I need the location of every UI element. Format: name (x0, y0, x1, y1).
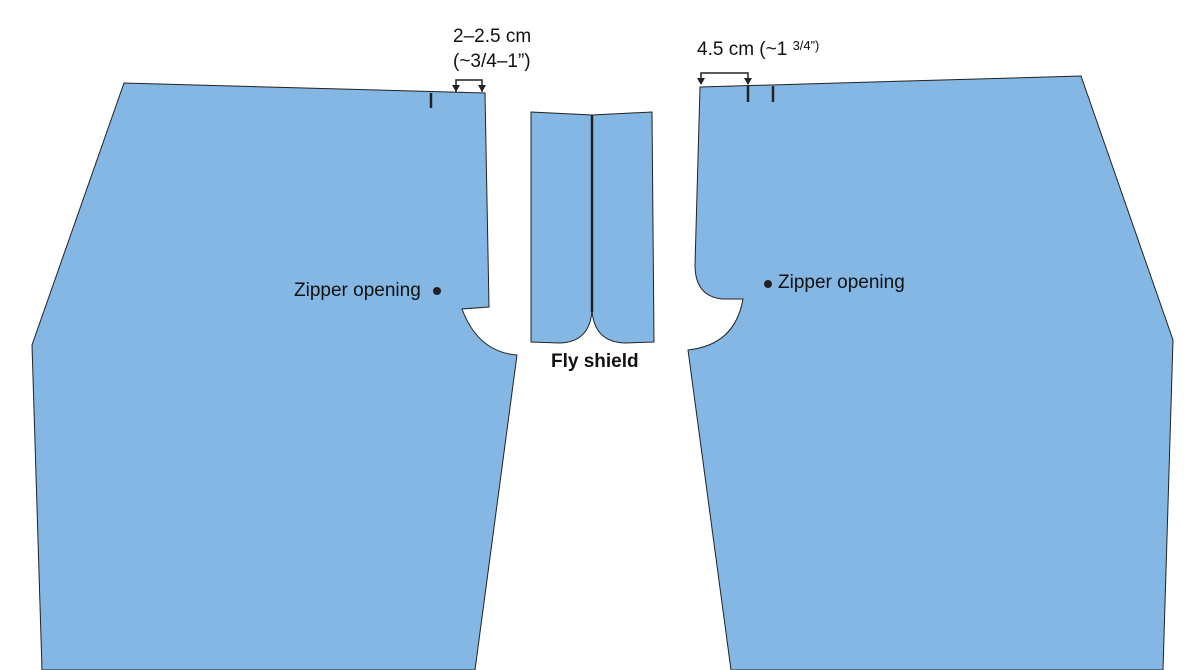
right-zipper-dot (764, 280, 772, 288)
right-measure-label: 4.5 cm (~1 3/4”) (697, 38, 819, 61)
left-zipper-label: Zipper opening (294, 280, 421, 301)
left-measure-label-inches: (~3/4–1”) (453, 51, 531, 72)
right-arrow-icon (697, 78, 752, 85)
left-measure-label: 2–2.5 cm (453, 26, 532, 47)
fly-shield-label: Fly shield (551, 351, 639, 372)
right-zipper-label: Zipper opening (778, 272, 905, 293)
right-measure-main: 4.5 cm (~1 (697, 39, 793, 60)
left-measure-bracket (455, 79, 483, 92)
left-arrow-icon (452, 85, 486, 92)
right-front-piece (687, 75, 1174, 670)
right-measure-fraction: 3/4”) (792, 38, 820, 53)
left-zipper-dot (433, 287, 441, 295)
left-front-piece (31, 82, 518, 670)
right-measure-bracket (700, 72, 749, 84)
fly-shield-left-half (530, 111, 593, 344)
fly-shield-right-half (591, 111, 655, 344)
